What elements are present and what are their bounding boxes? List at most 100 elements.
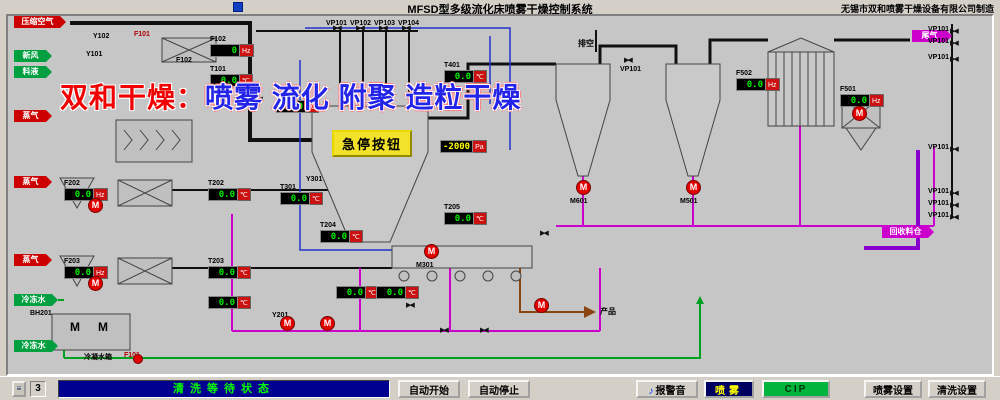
- display-value: 0.0: [208, 188, 238, 201]
- cip-arrow: [696, 296, 704, 304]
- condensate-tank: [51, 313, 131, 351]
- display-tag: T202: [208, 180, 224, 187]
- equipment-tag: M301: [416, 262, 434, 269]
- equipment-tag: Y301: [306, 176, 323, 183]
- valve-icon[interactable]: ▶◀: [402, 25, 411, 32]
- display-unit: ℃: [474, 70, 487, 83]
- display-tag: T101: [210, 66, 226, 73]
- exhaust-cone: [845, 127, 877, 151]
- alarm-sound-button[interactable]: ♪报警音: [636, 380, 698, 398]
- motor-icon[interactable]: [133, 354, 143, 364]
- motor-icon[interactable]: M: [686, 180, 701, 195]
- equipment-tag: M601: [570, 198, 588, 205]
- valve-icon[interactable]: ▶◀: [356, 25, 365, 32]
- equipment-tag: BH201: [30, 310, 52, 317]
- valve-icon[interactable]: ▶◀: [254, 96, 263, 103]
- display-unit: Hz: [766, 78, 780, 91]
- auto-start-button[interactable]: 自动开始: [398, 380, 460, 398]
- display-value: 0.0: [276, 100, 306, 113]
- valve-icon[interactable]: ▶◀: [950, 146, 959, 153]
- motor-icon[interactable]: M: [424, 244, 439, 259]
- auto-stop-label: 自动停止: [479, 386, 519, 397]
- screen-number: 3: [30, 381, 46, 397]
- valve-icon[interactable]: ▶◀: [440, 327, 449, 334]
- equipment-tag: VP101: [928, 200, 950, 207]
- stream-label: 尾气: [912, 30, 952, 42]
- equipment-tag: 排空: [578, 39, 594, 48]
- spray-settings-button[interactable]: 喷雾设置: [864, 380, 922, 398]
- display-value: 0.0: [840, 94, 870, 107]
- clean-settings-label: 清洗设置: [937, 386, 977, 397]
- display-value: -2000: [440, 140, 474, 153]
- display-tag: T401: [444, 62, 460, 69]
- display-value: 0.0: [444, 212, 474, 225]
- motor-icon[interactable]: M: [534, 298, 549, 313]
- equipment-tag: VP101: [928, 54, 950, 61]
- stream-label: 蒸气: [14, 254, 52, 266]
- app-icon: [233, 2, 243, 12]
- cip-button[interactable]: CIP: [762, 380, 830, 398]
- motor-icon[interactable]: M: [88, 276, 103, 291]
- motor-icon[interactable]: M: [320, 316, 335, 331]
- valve-icon[interactable]: ▶◀: [379, 25, 388, 32]
- valve-icon[interactable]: ▶◀: [950, 214, 959, 221]
- display-tag: F102: [210, 36, 226, 43]
- equipment-tag: VP101: [928, 188, 950, 195]
- valve-icon[interactable]: ▶◀: [406, 302, 415, 309]
- motor-icon[interactable]: M: [576, 180, 591, 195]
- equipment-tag: VP102: [350, 20, 372, 27]
- valve-icon[interactable]: ▶◀: [480, 327, 489, 334]
- value-display: 0.0℃: [336, 286, 379, 299]
- page-title: MFSD型多级流化床喷雾干燥控制系统: [407, 4, 593, 16]
- valve-icon[interactable]: ▶◀: [950, 28, 959, 35]
- equipment-tag: VP104: [398, 20, 420, 27]
- value-display: 0.0℃: [208, 296, 251, 309]
- display-value: 0.0: [280, 192, 310, 205]
- display-unit: Pa: [473, 140, 487, 153]
- cyclone-2: [665, 63, 721, 177]
- stream-label: 蒸气: [14, 110, 52, 122]
- screen-list-icon[interactable]: ≡: [12, 381, 26, 397]
- equipment-tag: M: [70, 320, 80, 334]
- valve-icon[interactable]: ▶◀: [333, 25, 342, 32]
- display-tag: F202: [64, 180, 80, 187]
- display-value: 0.0: [64, 188, 94, 201]
- equipment-tag: Y201: [272, 312, 289, 319]
- equipment-tag: 产品: [600, 307, 616, 316]
- equipment-tag: VP101: [928, 38, 950, 45]
- stream-label: 蒸气: [14, 176, 52, 188]
- stream-label: 新风: [14, 50, 52, 62]
- valve-icon[interactable]: ▶◀: [950, 190, 959, 197]
- equipment-tag: M: [98, 320, 108, 334]
- valve-icon[interactable]: ▶◀: [950, 56, 959, 63]
- valve-icon[interactable]: ▶◀: [950, 202, 959, 209]
- equipment-tag: Y101: [86, 51, 103, 58]
- motor-icon[interactable]: M: [280, 316, 295, 331]
- cip-label: CIP: [784, 383, 808, 395]
- spray-settings-label: 喷雾设置: [873, 386, 913, 397]
- equipment-tag: M501: [680, 198, 698, 205]
- motor-icon[interactable]: M: [852, 106, 867, 121]
- stream-label: 料液: [14, 66, 52, 78]
- valve-icon[interactable]: ▶◀: [624, 57, 633, 64]
- clean-settings-button[interactable]: 清洗设置: [928, 380, 986, 398]
- valve-icon[interactable]: ▶◀: [950, 40, 959, 47]
- valve-icon[interactable]: ▶◀: [540, 230, 549, 237]
- motor-icon[interactable]: M: [88, 198, 103, 213]
- product-arrow: [584, 306, 596, 318]
- equipment-tag: VP101: [928, 144, 950, 151]
- auto-start-label: 自动开始: [409, 386, 449, 397]
- emergency-stop-button[interactable]: 急停按钮: [332, 130, 412, 157]
- auto-stop-button[interactable]: 自动停止: [468, 380, 530, 398]
- display-unit: Hz: [870, 94, 884, 107]
- equipment-tag: F102: [176, 57, 192, 64]
- display-unit: ℃: [310, 192, 323, 205]
- stream-label: 压缩空气: [14, 16, 66, 28]
- spray-button[interactable]: 喷雾: [704, 380, 754, 398]
